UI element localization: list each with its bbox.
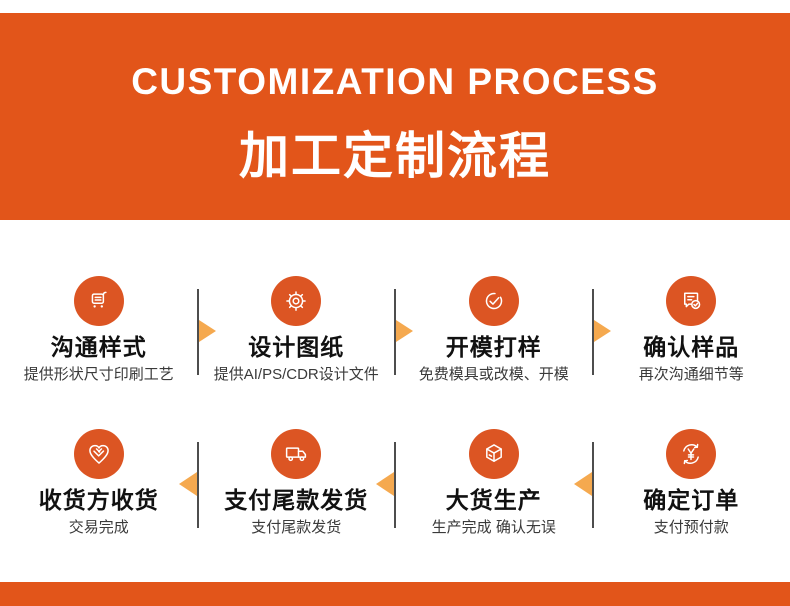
step-subtitle: 提供AI/PS/CDR设计文件: [213, 366, 379, 383]
step-pay-balance-ship: 支付尾款发货 支付尾款发货: [198, 415, 396, 555]
process-row-2: 收货方收货 交易完成 支付尾款发货 支付尾款发货: [0, 415, 790, 555]
cart-list-icon: [91, 291, 107, 308]
step-subtitle: 支付预付款: [653, 519, 729, 536]
step-subtitle: 支付尾款发货: [251, 519, 342, 536]
step-icon-badge: [666, 429, 717, 479]
step-subtitle: 提供形状尺寸印刷工艺: [23, 366, 174, 383]
heart-handshake-icon: [88, 444, 109, 464]
step-icon-badge: [468, 429, 519, 479]
step-title: 设计图纸: [248, 334, 345, 360]
step-subtitle: 免费模具或改模、开模: [418, 366, 569, 383]
divider-line: [394, 289, 396, 375]
step-bulk-production: 大货生产 生产完成 确认无误: [395, 415, 593, 555]
step-icon-badge: [271, 276, 322, 326]
divider-line: [591, 289, 594, 375]
divider-line: [591, 442, 594, 528]
step-title: 确认样品: [643, 334, 740, 360]
arrow-left-icon: [178, 472, 197, 496]
step-title: 收货方收货: [38, 487, 159, 513]
step-title: 确定订单: [643, 487, 740, 513]
banner-title-en: CUSTOMIZATION PROCESS: [131, 61, 659, 102]
step-subtitle: 交易完成: [68, 519, 129, 536]
yuan-refresh-icon: [683, 443, 700, 465]
step-icon-badge: [271, 429, 322, 479]
step-icon-badge: [666, 276, 717, 326]
cube-icon: [485, 444, 502, 462]
arrow-right-icon: [198, 320, 216, 342]
process-row-1: 沟通样式 提供形状尺寸印刷工艺 设计图纸 提供AI/PS/CDR设计文件: [0, 262, 790, 402]
divider-line: [394, 442, 396, 528]
gear-icon: [286, 291, 307, 311]
step-subtitle: 再次沟通细节等: [638, 366, 744, 383]
banner-title-zh: 加工定制流程: [239, 128, 551, 184]
step-confirm-order: 确定订单 支付预付款: [593, 415, 790, 555]
arrow-right-icon: [396, 320, 413, 342]
check-circle-icon: [485, 292, 502, 310]
step-icon-badge: [73, 429, 124, 479]
step-title: 大货生产: [445, 487, 542, 513]
truck-icon: [286, 447, 307, 462]
arrow-left-icon: [573, 472, 592, 496]
step-confirm-sample: 确认样品 再次沟通细节等: [593, 262, 790, 402]
arrow-left-icon: [376, 472, 394, 496]
step-icon-badge: [73, 276, 124, 326]
step-subtitle: 生产完成 确认无误: [431, 519, 556, 536]
header-banner: CUSTOMIZATION PROCESS 加工定制流程: [0, 13, 790, 220]
document-check-icon: [684, 292, 701, 310]
arrow-right-icon: [593, 320, 611, 342]
step-design-drawing: 设计图纸 提供AI/PS/CDR设计文件: [198, 262, 396, 402]
step-icon-badge: [468, 276, 519, 326]
step-receive-goods: 收货方收货 交易完成: [0, 415, 198, 555]
step-mold-sampling: 开模打样 免费模具或改模、开模: [395, 262, 593, 402]
step-title: 开模打样: [445, 334, 542, 360]
step-communicate-style: 沟通样式 提供形状尺寸印刷工艺: [0, 262, 198, 402]
step-title: 支付尾款发货: [224, 487, 369, 513]
step-title: 沟通样式: [50, 334, 147, 360]
divider-line: [196, 442, 199, 528]
divider-line: [196, 289, 199, 375]
footer-accent-bar: [0, 582, 790, 606]
